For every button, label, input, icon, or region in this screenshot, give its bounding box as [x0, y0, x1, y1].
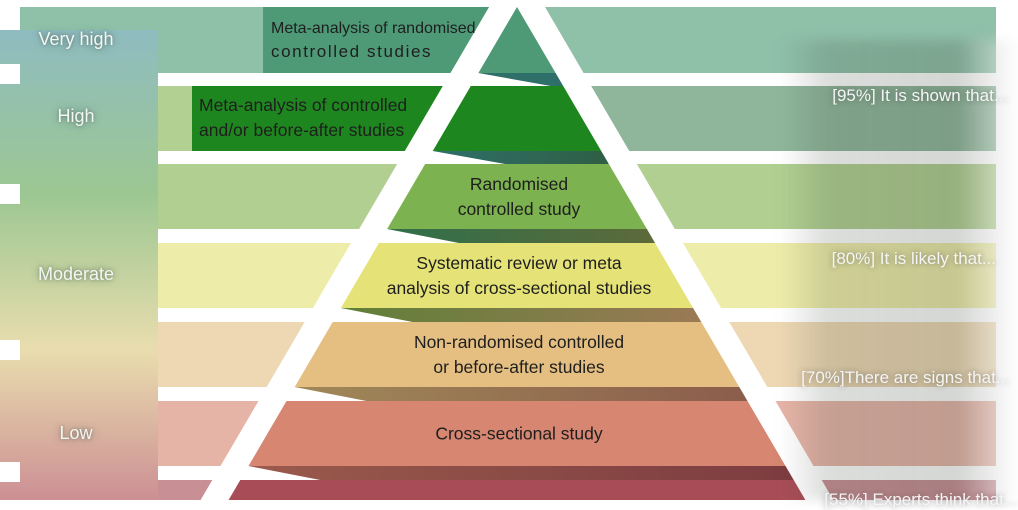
tier-label-text: analysis of cross-sectional studies [387, 278, 652, 298]
side-label-lead [158, 86, 192, 151]
level-label-moderate: Moderate [37, 264, 115, 284]
level-label-low: Low [59, 423, 93, 443]
band-right [775, 401, 996, 466]
tier-shadow [478, 73, 564, 86]
side-label-text: Meta-analysis of controlled [199, 95, 407, 115]
band-left [158, 480, 213, 510]
tier-shadow [340, 308, 702, 322]
claim-70: [70%]There are signs that... [801, 368, 1010, 387]
side-label-block [192, 86, 443, 151]
band-left [158, 322, 305, 387]
level-gradient-strip [0, 30, 158, 500]
tier-shadows [248, 73, 794, 480]
tier-label-text: or before-after studies [433, 357, 604, 377]
claim-80: [80%] It is likely that... [831, 249, 996, 268]
level-notch [0, 64, 20, 84]
tier-label-text: Non-randomised controlled [414, 332, 624, 352]
level-notch [0, 462, 20, 482]
tier-shadow [432, 151, 609, 164]
level-label-high: High [57, 106, 95, 126]
tier-label-text: controlled study [458, 199, 581, 219]
tier-label-text: Randomised [470, 174, 568, 194]
level-notch [0, 184, 20, 204]
pyramid-tier [478, 7, 556, 73]
side-label-text: controlled studies [271, 42, 432, 61]
side-label-text: and/or before-after studies [199, 120, 405, 140]
claim-95: [95%] It is shown that... [832, 86, 1008, 105]
band-left [158, 243, 351, 308]
pyramid-tier [387, 164, 647, 229]
side-label-block [263, 7, 489, 73]
pyramid-tier [340, 243, 694, 308]
pyramid-tier [432, 86, 602, 151]
pyramid-tier [222, 480, 812, 510]
level-notch [0, 340, 20, 360]
band-right [545, 7, 996, 73]
claim-55: [55%] Experts think that... [824, 490, 1018, 509]
tier-shadow [248, 466, 794, 480]
level-strip [0, 30, 158, 500]
band-left [158, 401, 259, 466]
pyramid-tier [248, 401, 786, 466]
pyramid-tier [294, 322, 740, 387]
band-right [636, 164, 996, 229]
tier-shadow [387, 229, 656, 243]
tier-label-text: Systematic review or meta [416, 253, 621, 273]
side-label-text: Meta-analysis of randomised [271, 20, 476, 37]
tier-label-text: Cross-sectional study [435, 424, 603, 444]
band-left [158, 164, 398, 229]
tier-shadow [294, 387, 748, 401]
level-label-very-high: Very high [38, 29, 114, 49]
